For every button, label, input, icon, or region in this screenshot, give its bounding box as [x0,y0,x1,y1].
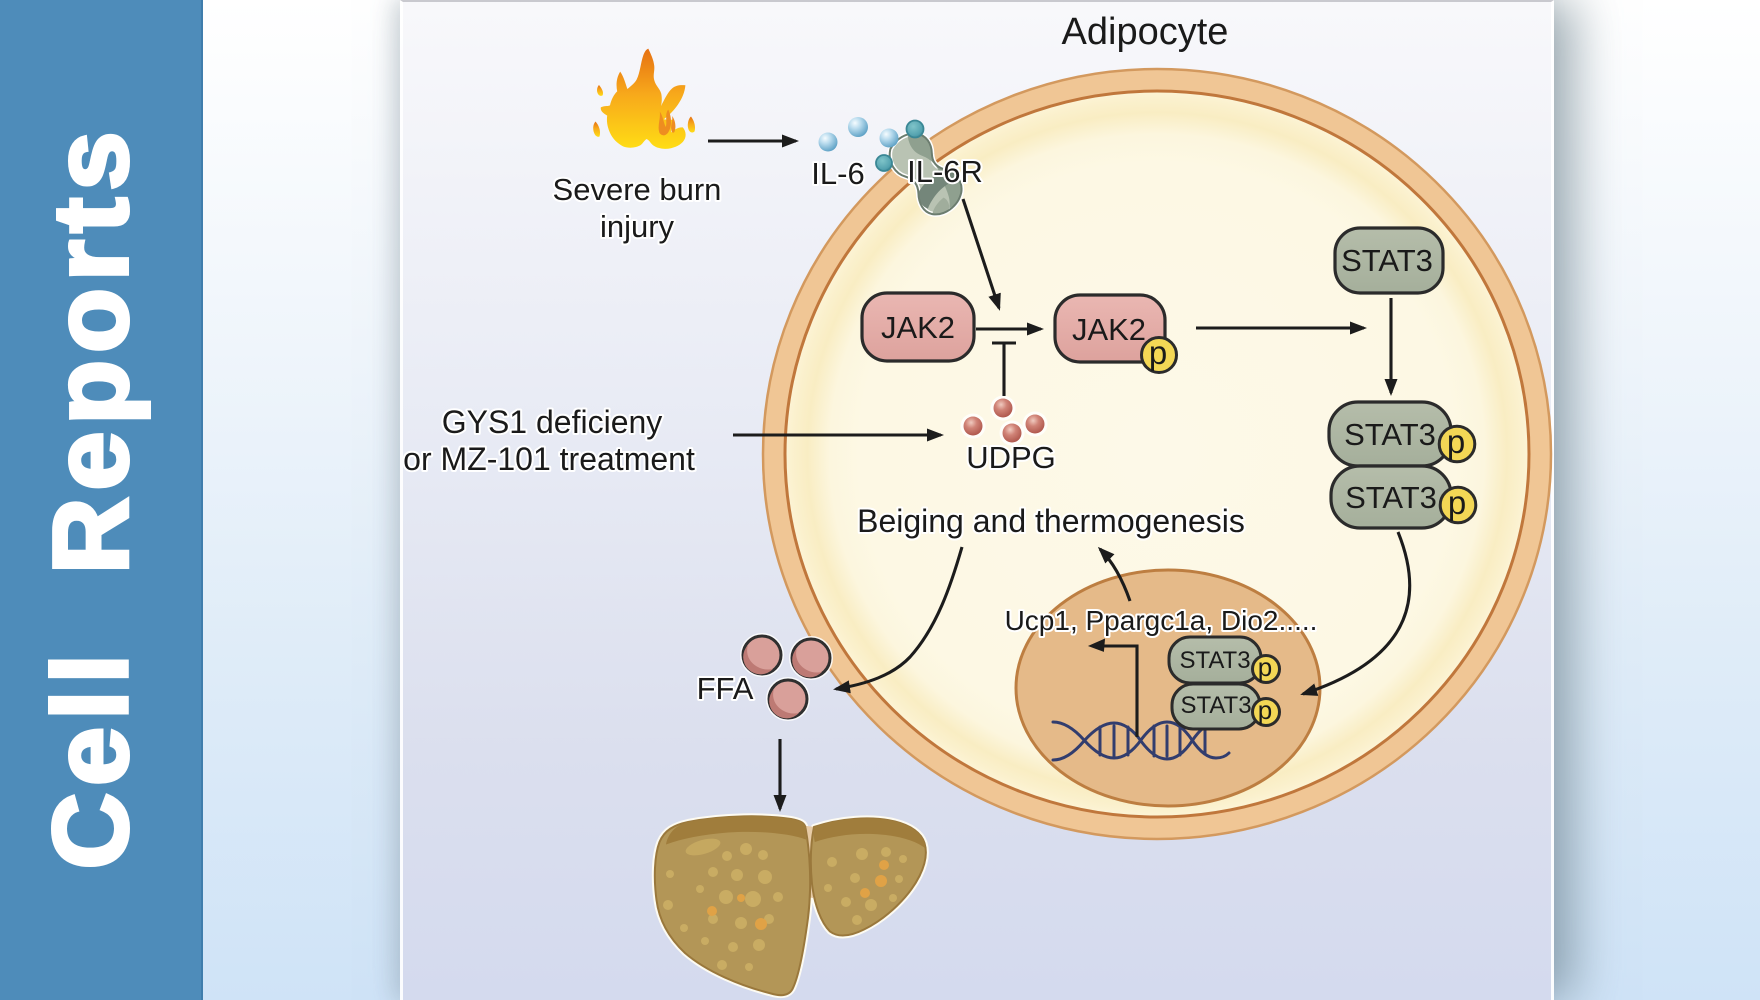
svg-text:JAK2: JAK2 [1072,312,1146,347]
svg-text:p: p [1258,652,1272,682]
svg-text:STAT3: STAT3 [1179,647,1250,674]
svg-text:p: p [1448,484,1466,521]
svg-text:FFA: FFA [697,671,754,706]
svg-text:STAT3: STAT3 [1180,692,1251,719]
svg-text:STAT3: STAT3 [1344,417,1436,452]
svg-text:Adipocyte: Adipocyte [1062,11,1229,53]
svg-text:Ucp1, Ppargc1a, Dio2.....: Ucp1, Ppargc1a, Dio2..... [1005,605,1318,636]
svg-text:IL-6R: IL-6R [907,154,983,189]
svg-text:Cell Reports: Cell Reports [32,125,150,870]
svg-text:p: p [1149,334,1167,371]
svg-text:or MZ-101 treatment: or MZ-101 treatment [403,441,695,477]
svg-text:UDPG: UDPG [966,440,1056,475]
svg-text:p: p [1258,695,1272,725]
svg-text:GYS1 deficieny: GYS1 deficieny [442,404,663,440]
svg-text:STAT3: STAT3 [1345,480,1437,515]
svg-text:IL-6: IL-6 [811,156,864,191]
svg-text:STAT3: STAT3 [1341,243,1433,278]
svg-text:p: p [1447,423,1465,460]
svg-text:JAK2: JAK2 [881,310,955,345]
svg-text:Severe burn: Severe burn [553,172,722,207]
svg-text:injury: injury [600,209,675,244]
svg-text:Beiging and thermogenesis: Beiging and thermogenesis [857,503,1245,539]
